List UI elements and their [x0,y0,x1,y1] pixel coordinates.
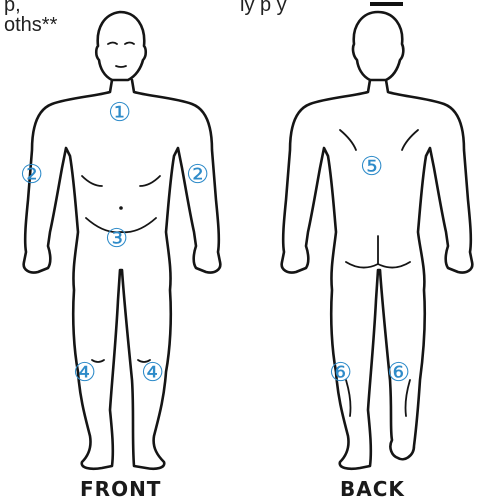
marker-5-back: ⑤ [360,152,383,182]
front-navel [119,206,123,210]
marker-2-right-arm: ② [186,160,209,190]
back-body [282,80,473,469]
marker-6-left-calf: ⑥ [329,358,352,388]
marker-4-left-leg: ④ [73,358,96,388]
front-head [96,12,146,80]
back-label: BACK [340,477,405,500]
marker-2-left-arm: ② [20,160,43,190]
front-chest-right [140,176,160,186]
marker-3-abdomen: ③ [105,224,128,254]
front-chest-left [82,176,102,186]
front-body [24,80,221,469]
back-head [353,12,403,80]
marker-6-right-calf: ⑥ [387,358,410,388]
back-scapula-left [340,130,356,150]
front-face-brows [108,43,134,45]
marker-1-chest: ① [108,98,131,128]
marker-4-right-leg: ④ [141,358,164,388]
front-label: FRONT [80,477,161,500]
back-scapula-right [402,130,418,150]
front-face-mouth [116,66,126,67]
back-figure [282,12,473,469]
